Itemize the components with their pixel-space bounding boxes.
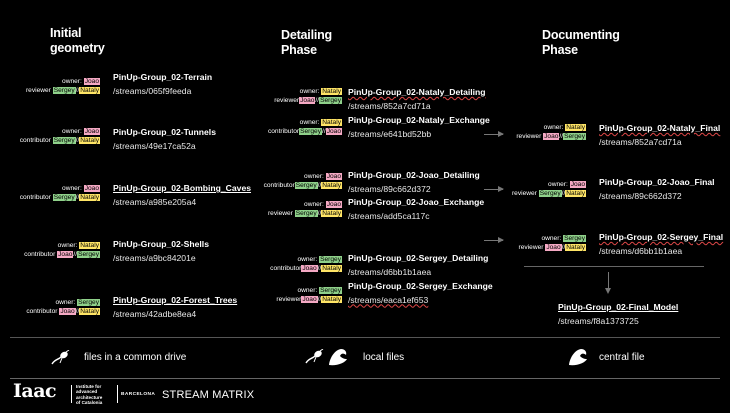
person-tag: Sergey bbox=[563, 133, 586, 141]
person-tag: Sergey bbox=[319, 287, 342, 294]
person-tag: Sergey bbox=[538, 190, 562, 198]
roles-tunnels: owner: Joao contributor Sergey//Nataly bbox=[19, 128, 100, 145]
person-tag: Joao bbox=[83, 185, 100, 192]
roles-joao-exchange: owner: Joao reviewer Sergey//Nataly bbox=[267, 201, 342, 218]
roles-joao-final: owner: Joao reviewer Sergey//Nataly bbox=[511, 181, 586, 198]
roles-forest-trees: owner: Sergey contributor Joao//Nataly bbox=[26, 299, 100, 316]
stream-joao-exchange[interactable]: PinUp-Group_02-Joao_Exchange /streams/ad… bbox=[348, 197, 485, 221]
legend-common-drive: files in a common drive bbox=[84, 352, 187, 363]
roles-sergey-exchange: owner: Sergey reviewerJoao//Nataly bbox=[276, 287, 342, 304]
legend-central-file: central file bbox=[599, 352, 645, 363]
person-tag: Joao bbox=[301, 296, 318, 304]
person-tag: Joao bbox=[569, 181, 586, 188]
stream-joao-final[interactable]: PinUp-Group_02-Joao_Final /streams/89c66… bbox=[599, 177, 715, 201]
stream-shells[interactable]: PinUp-Group_02-Shells /streams/a9bc84201… bbox=[113, 239, 209, 263]
stream-final-model[interactable]: PinUp-Group_02-Final_Model /streams/f8a1… bbox=[558, 302, 679, 326]
heading-documenting-phase: Documenting Phase bbox=[542, 28, 620, 57]
stream-sergey-detailing[interactable]: PinUp-Group_02-Sergey_Detailing /streams… bbox=[348, 253, 489, 277]
person-tag: Nataly bbox=[79, 87, 100, 95]
person-tag: Sergey bbox=[299, 128, 323, 136]
person-tag: Sergey bbox=[52, 137, 76, 145]
stream-tunnels[interactable]: PinUp-Group_02-Tunnels /streams/49e17ca5… bbox=[113, 127, 216, 151]
roles-nataly-detailing: owner: Nataly reviewerJoao//Sergey bbox=[274, 88, 342, 105]
person-tag: Nataly bbox=[565, 124, 586, 131]
stream-nataly-final[interactable]: PinUp-Group_02-Nataly_Final /streams/852… bbox=[599, 123, 721, 147]
logo-separator bbox=[117, 385, 118, 403]
roles-bombing-caves: owner: Joao contributor Sergey//Nataly bbox=[19, 185, 100, 202]
roles-terrain: owner: Joao reviewer Sergey//Nataly bbox=[25, 78, 100, 95]
stream-bombing-caves[interactable]: PinUp-Group_02-Bombing_Caves /streams/a9… bbox=[113, 183, 251, 207]
person-tag: Joao bbox=[83, 78, 100, 85]
arrow-right bbox=[484, 237, 504, 243]
tadpole-icon bbox=[51, 350, 70, 365]
person-tag: Sergey bbox=[52, 194, 76, 202]
page-title: STREAM MATRIX bbox=[162, 389, 255, 401]
person-tag: Joao bbox=[325, 173, 342, 180]
arrow-right bbox=[484, 131, 504, 137]
roles-sergey-detailing: owner: Sergey contributorJoao//Nataly bbox=[270, 256, 342, 273]
logo-separator bbox=[71, 385, 72, 403]
person-tag: Nataly bbox=[321, 296, 342, 304]
person-tag: Nataly bbox=[79, 137, 100, 145]
person-tag: Joao bbox=[83, 128, 100, 135]
person-tag: Nataly bbox=[321, 265, 342, 273]
person-tag: Nataly bbox=[321, 88, 342, 95]
person-tag: Sergey bbox=[77, 251, 100, 259]
person-tag: Sergey bbox=[52, 87, 76, 95]
roles-sergey-final: owner: Sergey reviewer Joao//Nataly bbox=[518, 235, 586, 252]
person-tag: Nataly bbox=[321, 119, 342, 126]
person-tag: Joao bbox=[57, 251, 74, 259]
person-tag: Sergey bbox=[294, 182, 318, 190]
roles-nataly-exchange: owner: Nataly contributorSergey//Joao bbox=[267, 119, 342, 136]
stream-nataly-exchange[interactable]: PinUp-Group_02-Nataly_Exchange /streams/… bbox=[348, 115, 490, 139]
person-tag: Joao bbox=[325, 201, 342, 208]
person-tag: Sergey bbox=[77, 299, 100, 306]
stream-joao-detailing[interactable]: PinUp-Group_02-Joao_Detailing /streams/8… bbox=[348, 170, 480, 194]
roles-shells: owner: Nataly contributor Joao//Sergey bbox=[24, 242, 100, 259]
person-tag: Joao bbox=[325, 128, 342, 136]
person-tag: Joao bbox=[301, 265, 318, 273]
stream-terrain[interactable]: PinUp-Group_02-Terrain /streams/065f9fee… bbox=[113, 72, 213, 96]
wave-icon bbox=[329, 349, 347, 366]
legend-divider bbox=[10, 337, 720, 338]
footer-divider bbox=[10, 378, 720, 379]
city-label: BARCELONA bbox=[121, 392, 156, 397]
person-tag: Nataly bbox=[79, 308, 100, 316]
person-tag: Joao bbox=[59, 308, 76, 316]
stream-forest-trees[interactable]: PinUp-Group_02-Forest_Trees /streams/42a… bbox=[113, 295, 238, 319]
iaac-logo: Iaac bbox=[13, 380, 57, 402]
stream-sergey-exchange[interactable]: PinUp-Group_02-Sergey_Exchange /streams/… bbox=[348, 281, 493, 305]
person-tag: Nataly bbox=[321, 182, 342, 190]
institute-name: Institute for advanced architecture of C… bbox=[76, 384, 103, 406]
person-tag: Nataly bbox=[321, 210, 342, 218]
person-tag: Sergey bbox=[319, 97, 342, 105]
person-tag: Sergey bbox=[319, 256, 342, 263]
person-tag: Joao bbox=[299, 97, 316, 105]
person-tag: Nataly bbox=[565, 244, 586, 252]
person-tag: Sergey bbox=[563, 235, 586, 242]
stream-sergey-final[interactable]: PinUp-Group_02-Sergey_Final /streams/d6b… bbox=[599, 232, 724, 256]
person-tag: Joao bbox=[543, 133, 560, 141]
arrow-right bbox=[484, 186, 504, 192]
merge-line bbox=[524, 266, 704, 267]
arrow-down bbox=[605, 272, 611, 294]
heading-detailing-phase: Detailing Phase bbox=[281, 28, 332, 57]
person-tag: Joao bbox=[545, 244, 562, 252]
roles-nataly-final: owner: Nataly reviewer Joao//Sergey bbox=[516, 124, 586, 141]
person-tag: Nataly bbox=[79, 242, 100, 249]
heading-initial-geometry: Initial geometry bbox=[50, 26, 105, 55]
person-tag: Nataly bbox=[565, 190, 586, 198]
person-tag: Sergey bbox=[294, 210, 318, 218]
tadpole-icon bbox=[305, 349, 324, 364]
person-tag: Nataly bbox=[79, 194, 100, 202]
stream-nataly-detailing[interactable]: PinUp-Group_02-Nataly_Detailing /streams… bbox=[348, 87, 486, 111]
roles-joao-detailing: owner: Joao contributorSergey//Nataly bbox=[263, 173, 342, 190]
wave-icon bbox=[569, 349, 587, 366]
legend-local-files: local files bbox=[363, 352, 405, 363]
